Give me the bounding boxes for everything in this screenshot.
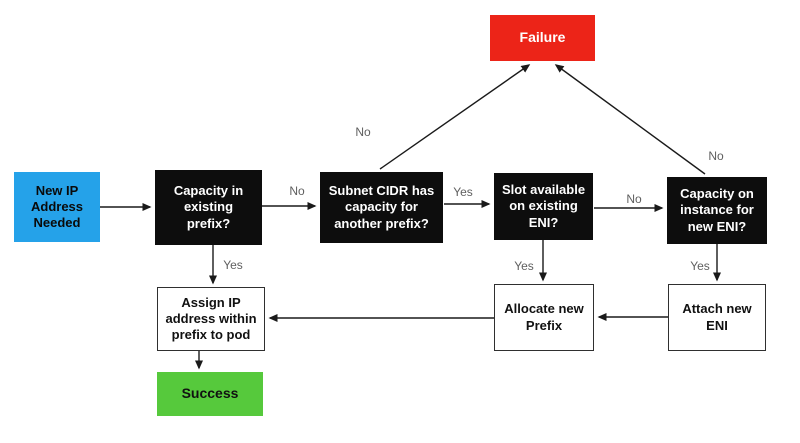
edge-label-no-q3-q4: No	[626, 192, 642, 206]
edge-q2-failure	[379, 64, 531, 170]
node-slot-available-eni: Slot available on existing ENI?	[494, 173, 593, 240]
node-assign-ip: Assign IP address within prefix to pod	[157, 287, 265, 351]
edge-label-no-q1-q2: No	[289, 184, 305, 198]
node-success: Success	[157, 372, 263, 416]
node-subnet-cidr-capacity: Subnet CIDR has capacity for another pre…	[320, 172, 443, 243]
node-attach-eni: Attach new ENI	[668, 284, 766, 351]
edge-q4-failure	[554, 64, 706, 175]
edge-label-yes-q3-allocate: Yes	[514, 259, 534, 273]
node-capacity-existing-prefix: Capacity in existing prefix?	[155, 170, 262, 245]
edge-label-yes-q4-attach: Yes	[690, 259, 710, 273]
edge-label-no-q2-failure: No	[355, 125, 371, 139]
node-failure: Failure	[490, 15, 595, 61]
edge-label-no-q4-failure: No	[708, 149, 724, 163]
node-new-ip-needed: New IP Address Needed	[14, 172, 100, 242]
node-capacity-new-eni: Capacity on instance for new ENI?	[667, 177, 767, 244]
node-allocate-prefix: Allocate new Prefix	[494, 284, 594, 351]
edge-label-yes-q2-q3: Yes	[453, 185, 473, 199]
edge-label-yes-q1-assign: Yes	[223, 258, 243, 272]
